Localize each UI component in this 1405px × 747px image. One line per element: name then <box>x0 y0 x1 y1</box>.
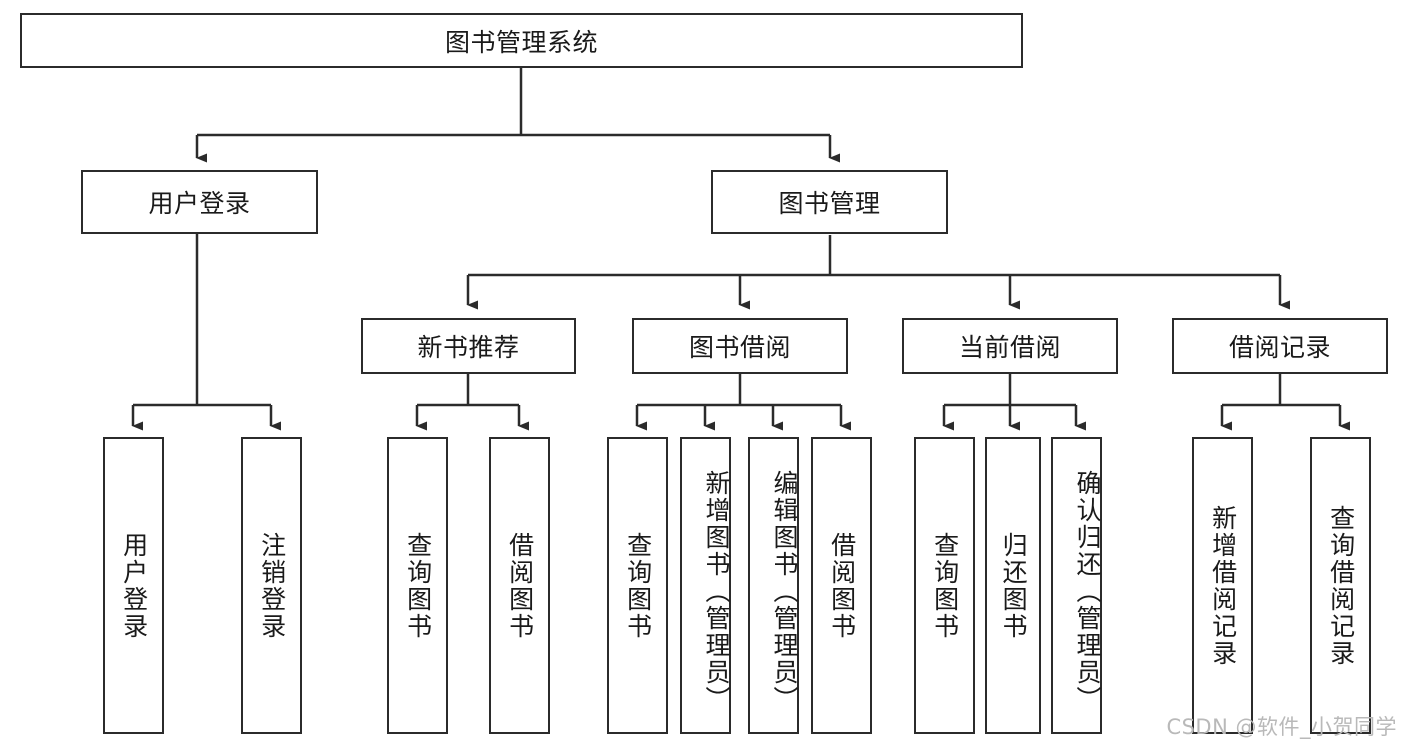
node-label: 注销登录 <box>257 531 287 640</box>
leaf-query-book-1[interactable]: 查询图书 <box>387 437 448 734</box>
leaf-user-logout[interactable]: 注销登录 <box>241 437 302 734</box>
node-current-borrow[interactable]: 当前借阅 <box>902 318 1118 374</box>
leaf-user-login[interactable]: 用户登录 <box>103 437 164 734</box>
leaf-query-book-2[interactable]: 查询图书 <box>607 437 668 734</box>
node-label: 查询图书 <box>623 531 653 640</box>
leaf-borrow-book-2[interactable]: 借阅图书 <box>811 437 872 734</box>
leaf-add-record[interactable]: 新增借阅记录 <box>1192 437 1253 734</box>
leaf-confirm-return[interactable]: 确认归还（管理员） <box>1051 437 1102 734</box>
node-label: 确认归还（管理员） <box>1073 470 1102 713</box>
node-new-book-recommend[interactable]: 新书推荐 <box>361 318 576 374</box>
node-label: 查询图书 <box>930 531 960 640</box>
node-book-manage[interactable]: 图书管理 <box>711 170 948 234</box>
leaf-add-book[interactable]: 新增图书（管理员） <box>680 437 731 734</box>
node-label: 新增借阅记录 <box>1208 504 1238 667</box>
node-borrow-record[interactable]: 借阅记录 <box>1172 318 1388 374</box>
csdn-watermark: CSDN @软件_小贺同学 <box>1166 715 1397 739</box>
node-label: 新书推荐 <box>417 333 520 362</box>
node-label: 图书管理系统 <box>444 27 598 57</box>
leaf-return-book[interactable]: 归还图书 <box>985 437 1041 734</box>
node-label: 当前借阅 <box>958 333 1061 362</box>
node-label: 借阅图书 <box>827 531 857 640</box>
leaf-borrow-book-1[interactable]: 借阅图书 <box>489 437 550 734</box>
node-user-login[interactable]: 用户登录 <box>81 170 318 234</box>
node-label: 图书借阅 <box>688 333 791 362</box>
node-label: 用户登录 <box>148 189 251 218</box>
leaf-edit-book[interactable]: 编辑图书（管理员） <box>748 437 799 734</box>
node-label: 编辑图书（管理员） <box>770 470 799 713</box>
node-label: 借阅记录 <box>1228 333 1331 362</box>
node-label: 用户登录 <box>119 531 149 640</box>
node-root-system[interactable]: 图书管理系统 <box>20 13 1023 68</box>
node-label: 新增图书（管理员） <box>702 470 731 713</box>
node-book-borrow[interactable]: 图书借阅 <box>632 318 848 374</box>
node-label: 图书管理 <box>778 189 881 218</box>
node-label: 查询图书 <box>403 531 433 640</box>
node-label: 借阅图书 <box>505 531 535 640</box>
node-label: 归还图书 <box>999 531 1029 640</box>
leaf-query-record[interactable]: 查询借阅记录 <box>1310 437 1371 734</box>
leaf-query-book-3[interactable]: 查询图书 <box>914 437 975 734</box>
node-label: 查询借阅记录 <box>1326 504 1356 667</box>
